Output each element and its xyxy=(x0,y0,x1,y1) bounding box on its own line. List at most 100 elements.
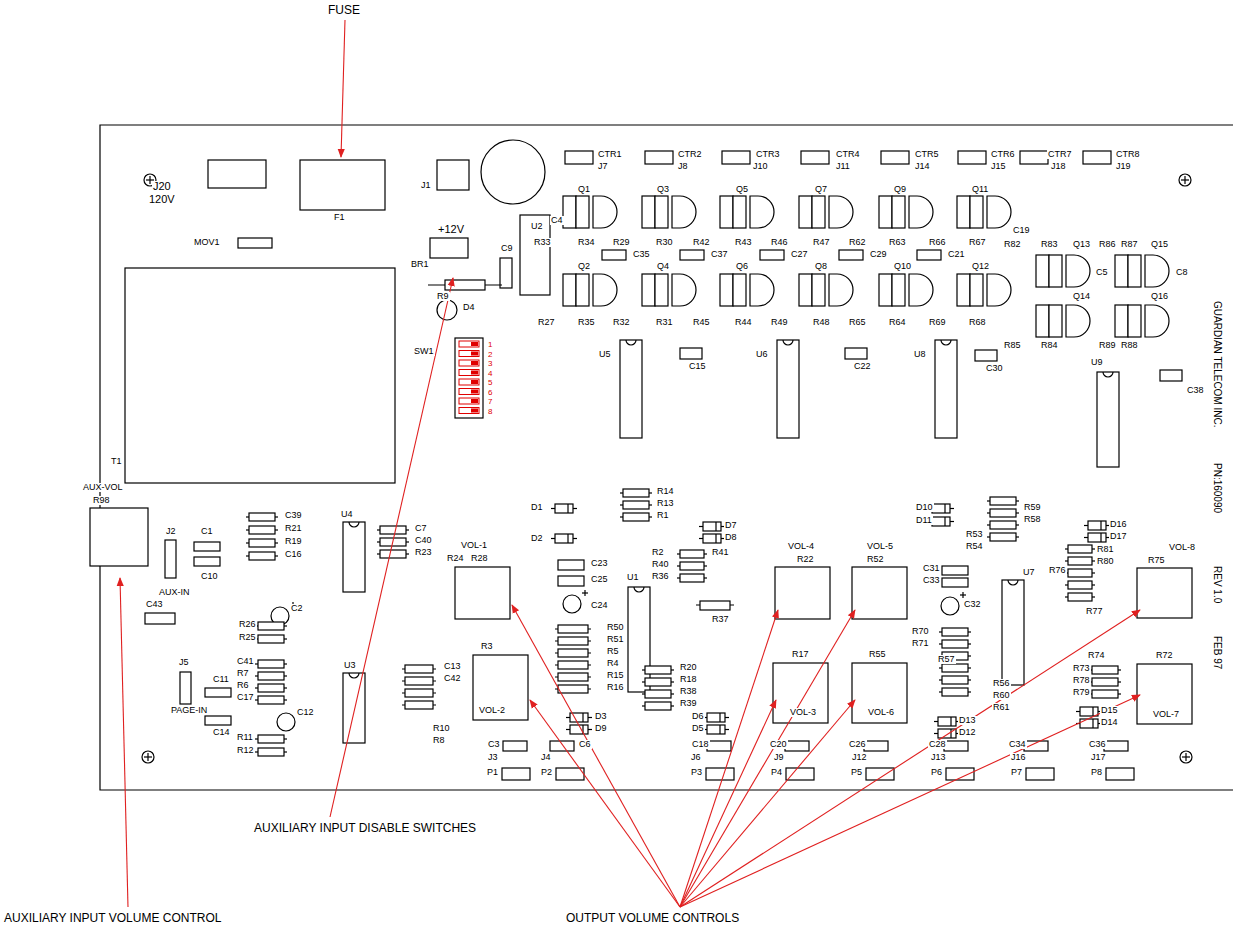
switch-lever xyxy=(471,399,478,403)
resistor xyxy=(720,274,733,306)
mounting-hole xyxy=(1180,751,1192,763)
diode-band xyxy=(719,713,720,722)
component-label: J19 xyxy=(1115,162,1132,171)
leader-line xyxy=(512,605,680,907)
component-label: R27 xyxy=(537,318,556,327)
component-label: CTR3 xyxy=(755,150,781,159)
component-label: D11 xyxy=(915,516,933,525)
switch-slot xyxy=(459,351,479,357)
component-label: D10 xyxy=(915,503,934,512)
resistor xyxy=(558,625,588,633)
component-label: Q10 xyxy=(893,262,912,271)
resistor xyxy=(970,196,983,228)
resistor xyxy=(563,274,576,306)
resistor xyxy=(645,678,671,686)
component-label: R53 xyxy=(965,530,984,539)
component-label: Q3 xyxy=(656,185,670,194)
header xyxy=(180,672,191,704)
resistor xyxy=(812,274,825,306)
resistor xyxy=(1036,255,1049,287)
component-label: R64 xyxy=(888,318,907,327)
switch-lever xyxy=(471,390,478,394)
diode xyxy=(555,534,573,543)
output-connector xyxy=(1026,768,1054,780)
component-label: C1 xyxy=(200,527,214,536)
transistor xyxy=(829,196,853,228)
diode-band xyxy=(567,534,568,543)
resistor xyxy=(1049,255,1062,287)
transistor xyxy=(593,196,617,228)
component-label: C3 xyxy=(487,740,501,749)
switch-number: 5 xyxy=(487,379,493,387)
resistor xyxy=(1128,305,1141,337)
connector xyxy=(722,151,750,164)
component-label: VOL-5 xyxy=(866,542,894,551)
resistor xyxy=(990,521,1016,529)
component-label: SW1 xyxy=(413,347,435,356)
board-marking: PN:160090 xyxy=(1212,462,1222,514)
mounting-hole xyxy=(1179,174,1191,186)
ic-notch xyxy=(941,340,951,345)
transistor xyxy=(672,274,696,306)
component-label: Q9 xyxy=(893,185,907,194)
transistor xyxy=(987,274,1011,306)
resistor xyxy=(879,196,892,228)
capacitor xyxy=(845,348,867,359)
component-label: R98 xyxy=(92,496,111,505)
component-label: R81 xyxy=(1096,545,1115,554)
component-label: J3 xyxy=(487,753,499,762)
switch-slot xyxy=(459,389,479,395)
component-label: R42 xyxy=(692,238,711,247)
resistor xyxy=(249,513,275,521)
component-label: R60 xyxy=(992,691,1011,700)
callout-text: AUXILIARY INPUT VOLUME CONTROL xyxy=(3,912,222,924)
resistor xyxy=(990,509,1016,517)
diode xyxy=(707,725,725,734)
polarity-mark xyxy=(584,590,585,596)
component-label: R22 xyxy=(796,555,815,564)
component-label: R14 xyxy=(656,487,675,496)
component-label: J20 xyxy=(152,181,172,192)
component-label: R54 xyxy=(965,542,984,551)
component-label: VOL-8 xyxy=(1168,543,1196,552)
resistor xyxy=(258,684,284,692)
component-label: P3 xyxy=(690,768,703,777)
component-label: R17 xyxy=(791,650,810,659)
resistor xyxy=(642,196,655,228)
component-label: R12 xyxy=(236,746,255,755)
component-label: R26 xyxy=(238,620,257,629)
resistor xyxy=(249,539,275,547)
component-label: Q8 xyxy=(814,262,828,271)
component-label: R21 xyxy=(284,524,303,533)
capacitor xyxy=(550,741,574,751)
component-label: J5 xyxy=(178,658,190,667)
component-label: J12 xyxy=(851,753,868,762)
resistor xyxy=(558,685,588,693)
component-label: C12 xyxy=(296,708,315,717)
capacitor xyxy=(194,557,220,566)
component-label: U6 xyxy=(755,350,769,359)
switch-number: 3 xyxy=(487,360,493,368)
component-label: J16 xyxy=(1010,753,1027,762)
component-label: R78 xyxy=(1072,676,1091,685)
resistor xyxy=(879,274,892,306)
resistor xyxy=(1115,305,1128,337)
aux-volume-pot xyxy=(90,508,148,566)
component-label: Q13 xyxy=(1072,240,1091,249)
ic-notch xyxy=(1008,580,1018,585)
component-label: C26 xyxy=(848,740,867,749)
component-label: C36 xyxy=(1088,740,1107,749)
switch-slot xyxy=(459,341,479,347)
ic-notch xyxy=(1103,372,1113,377)
component-label: R15 xyxy=(606,671,625,680)
component-label: R88 xyxy=(1120,341,1139,350)
component-label: R48 xyxy=(812,318,831,327)
ic-package xyxy=(628,587,650,692)
volume-pot xyxy=(1137,568,1192,618)
resistor xyxy=(258,635,284,643)
varistor xyxy=(238,238,272,248)
leader-line xyxy=(680,610,778,907)
component-label: U5 xyxy=(598,350,612,359)
component-label: VOL-3 xyxy=(789,708,817,717)
component-label: R40 xyxy=(651,560,670,569)
